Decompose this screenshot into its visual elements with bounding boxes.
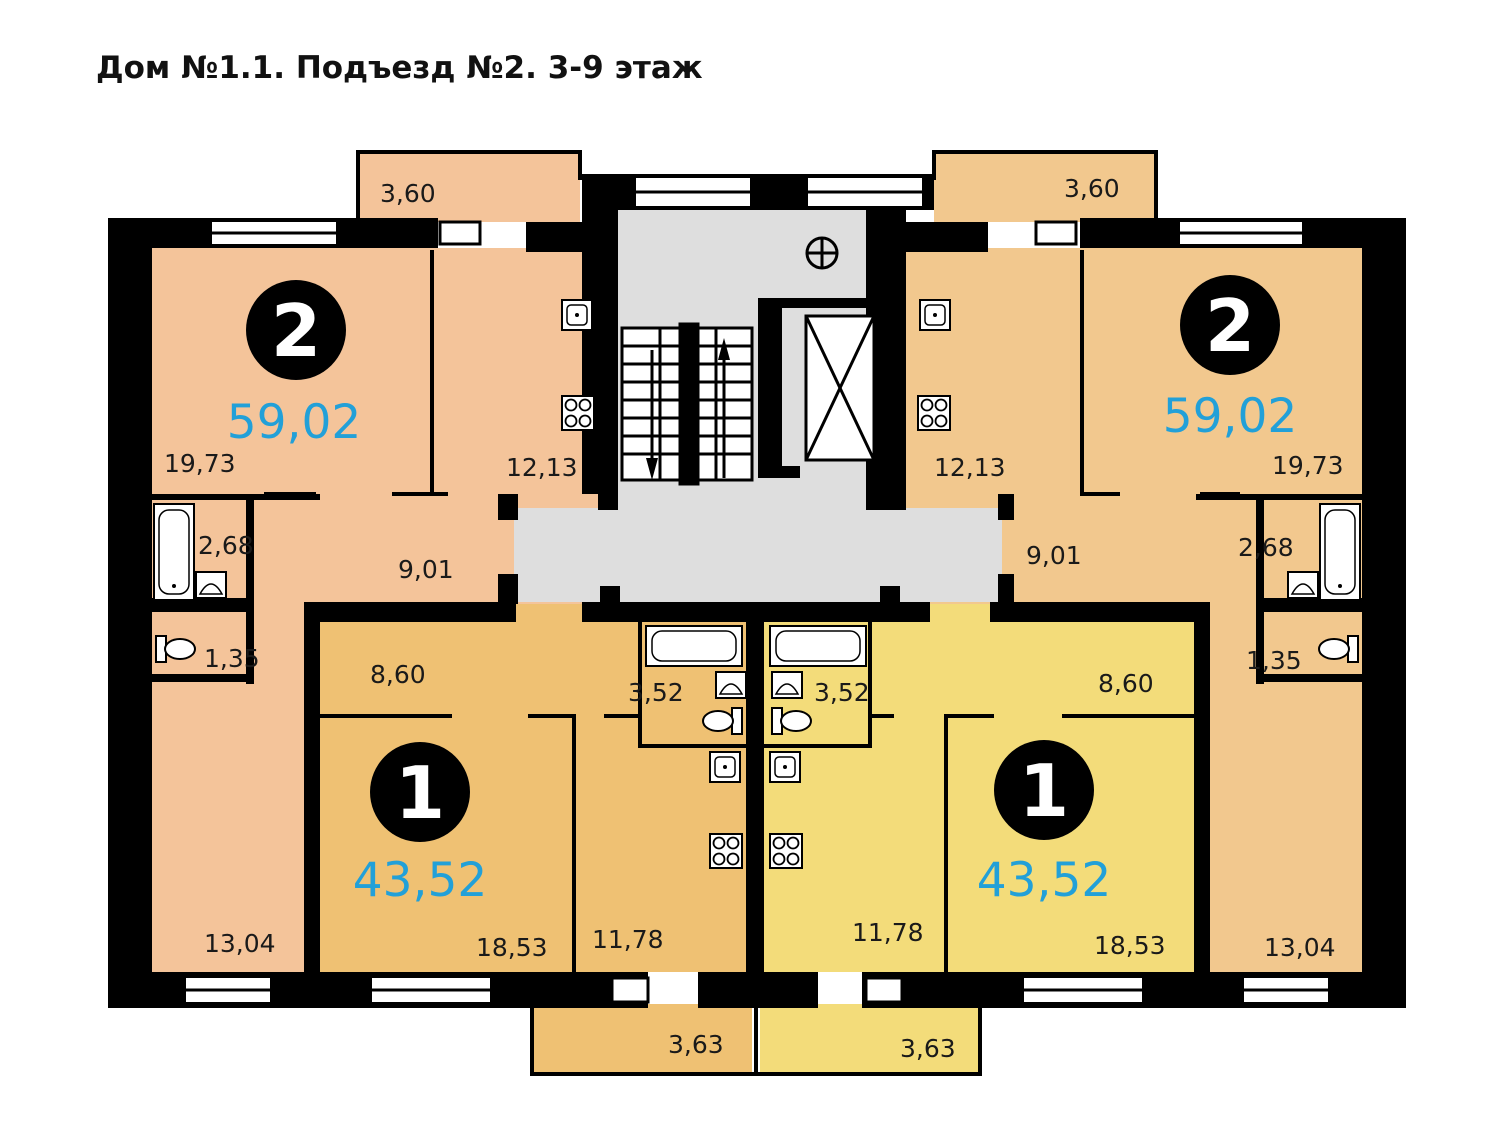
stove-icon xyxy=(769,833,803,869)
room-count-2l: 2 xyxy=(271,289,321,373)
sink-icon xyxy=(709,751,741,783)
arrow-down-icon xyxy=(646,350,658,480)
apartment-2-right xyxy=(906,152,1362,972)
balcony-2r xyxy=(934,152,1156,222)
total-area-1r: 43,52 xyxy=(977,853,1112,908)
room-area-label: 12,13 xyxy=(934,453,1006,482)
washbasin-icon xyxy=(715,671,747,699)
washbasin-icon xyxy=(771,671,803,699)
apartment-badge-2-right: 2 xyxy=(1180,275,1280,375)
room-area-label: 18,53 xyxy=(476,933,548,962)
room-area-label: 3,63 xyxy=(900,1034,956,1063)
apartment-badge-1-left: 1 xyxy=(370,742,470,842)
room-2l-lower xyxy=(152,610,304,972)
room-count-1l: 1 xyxy=(395,751,445,835)
room-area-label: 11,78 xyxy=(852,918,924,947)
total-area-2r: 59,02 xyxy=(1163,389,1298,444)
room-area-label: 8,60 xyxy=(370,660,426,689)
room-area-label: 3,60 xyxy=(1064,174,1120,203)
sink-icon xyxy=(919,299,951,331)
toilet-icon xyxy=(155,635,196,663)
bathtub-icon xyxy=(153,503,195,601)
room-area-label: 9,01 xyxy=(398,555,454,584)
room-area-label: 12,13 xyxy=(506,453,578,482)
room-area-label: 19,73 xyxy=(164,449,236,478)
room-area-label: 9,01 xyxy=(1026,541,1082,570)
room-area-label: 2,68 xyxy=(1238,533,1294,562)
sink-icon xyxy=(561,299,593,331)
outer-walls xyxy=(108,150,1406,1076)
stove-icon xyxy=(561,395,595,431)
toilet-icon xyxy=(702,707,743,735)
riser-icon xyxy=(805,236,839,270)
balcony-2l xyxy=(358,152,580,222)
room-count-2r: 2 xyxy=(1205,284,1255,368)
stove-icon xyxy=(709,833,743,869)
room-area-label: 3,52 xyxy=(814,678,870,707)
arrow-up-icon xyxy=(718,338,730,478)
sink-icon xyxy=(769,751,801,783)
elevator-icon xyxy=(804,314,876,462)
apartment-badge-1-right: 1 xyxy=(994,740,1094,840)
bathtub-icon xyxy=(769,625,867,667)
room-area-label: 13,04 xyxy=(1264,933,1336,962)
total-area-1l: 43,52 xyxy=(353,853,488,908)
room-area-label: 3,52 xyxy=(628,678,684,707)
room-area-label: 18,53 xyxy=(1094,931,1166,960)
room-area-label: 1,35 xyxy=(1246,646,1302,675)
room-area-label: 11,78 xyxy=(592,925,664,954)
stove-icon xyxy=(917,395,951,431)
plan-title: Дом №1.1. Подъезд №2. 3-9 этаж xyxy=(96,50,703,86)
room-area-label: 19,73 xyxy=(1272,451,1344,480)
total-area-2l: 59,02 xyxy=(227,395,362,450)
room-2r-lower xyxy=(1208,610,1362,972)
stairs-icon xyxy=(620,322,754,486)
washbasin-icon xyxy=(195,571,227,599)
room-area-label: 8,60 xyxy=(1098,669,1154,698)
room-area-label: 2,68 xyxy=(198,531,254,560)
toilet-icon xyxy=(1318,635,1359,663)
room-area-label: 1,35 xyxy=(204,644,260,673)
balcony-1r xyxy=(760,1004,978,1074)
apartment-badge-2-left: 2 xyxy=(246,280,346,380)
washbasin-icon xyxy=(1287,571,1319,599)
room-area-label: 13,04 xyxy=(204,929,276,958)
room-area-label: 3,60 xyxy=(380,179,436,208)
toilet-icon xyxy=(771,707,812,735)
balcony-1l xyxy=(534,1004,752,1074)
room-count-1r: 1 xyxy=(1019,749,1069,833)
windows xyxy=(186,178,1328,1004)
fixtures xyxy=(153,299,1361,869)
room-area-label: 3,63 xyxy=(668,1030,724,1059)
bathtub-icon xyxy=(1319,503,1361,601)
bathtub-icon xyxy=(645,625,743,667)
